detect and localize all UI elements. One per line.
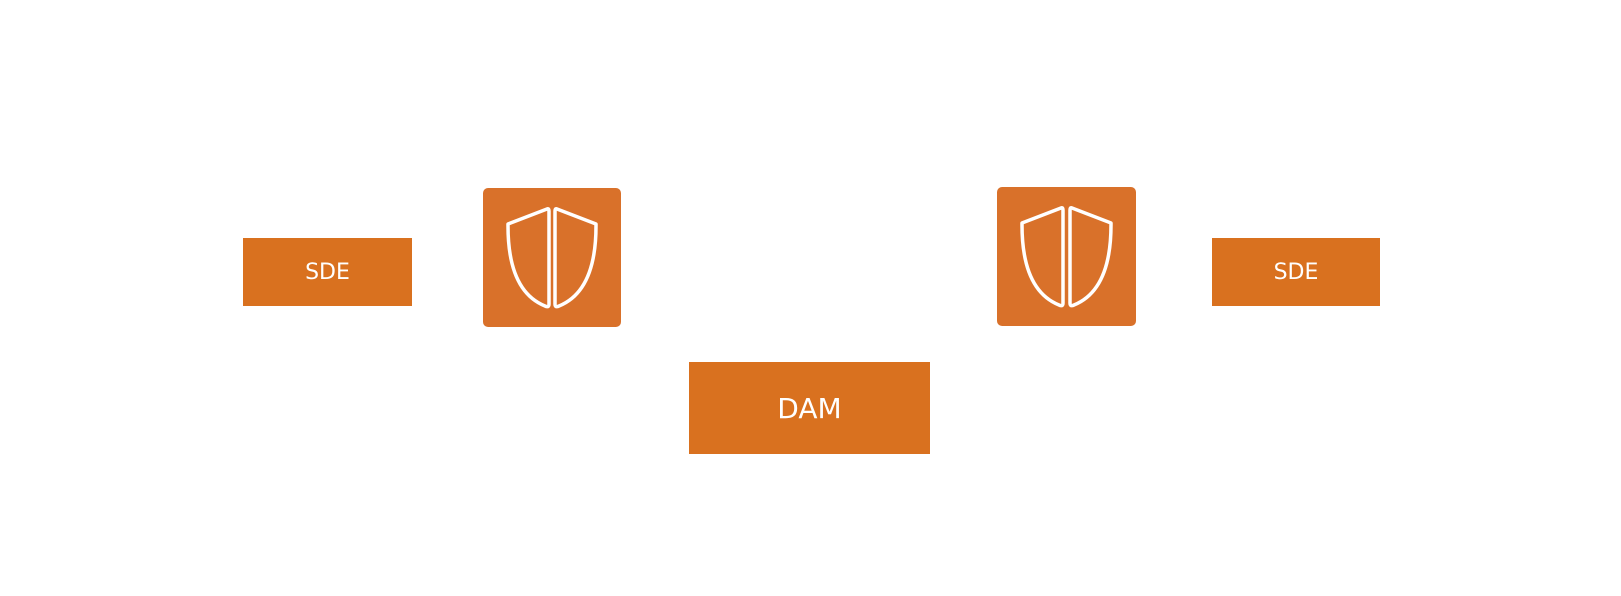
shield-tile-right bbox=[997, 187, 1136, 326]
shield-icon bbox=[1020, 206, 1113, 308]
shield-tile-left bbox=[483, 188, 621, 327]
sde-label-right: SDE bbox=[1273, 259, 1319, 285]
sde-box-left: SDE bbox=[243, 238, 412, 306]
sde-box-right: SDE bbox=[1212, 238, 1380, 306]
shield-icon bbox=[506, 207, 598, 309]
sde-label-left: SDE bbox=[305, 259, 350, 285]
dam-label: DAM bbox=[777, 391, 842, 425]
dam-box: DAM bbox=[689, 362, 930, 454]
